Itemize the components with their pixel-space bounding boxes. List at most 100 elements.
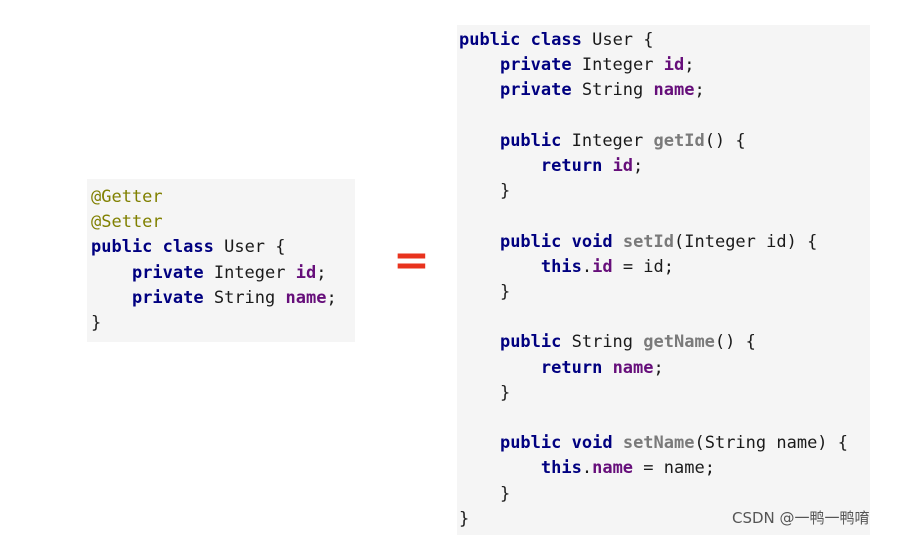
code-line: } xyxy=(459,383,510,403)
code-line: public void setId(Integer id) { xyxy=(459,232,817,252)
code-token: setId xyxy=(622,231,675,252)
code-token: () { xyxy=(714,332,756,353)
code-token: return xyxy=(540,357,603,378)
code-token: = id; xyxy=(612,256,674,277)
code-token: name xyxy=(285,287,327,308)
code-token xyxy=(561,232,571,252)
code-token: ; xyxy=(326,287,337,308)
expanded-code-panel: public class User { private Integer id; … xyxy=(457,25,870,535)
code-line: this.id = id; xyxy=(459,257,674,277)
code-line: private String name; xyxy=(459,80,705,100)
csdn-watermark: CSDN @一鸭一鸭唷 xyxy=(732,509,870,527)
code-line: public class User { xyxy=(91,237,286,257)
code-token: ; xyxy=(694,80,705,101)
code-line: public void setName(String name) { xyxy=(459,433,848,453)
code-token xyxy=(459,257,541,277)
code-token: } xyxy=(91,313,102,334)
code-token: } xyxy=(459,508,470,529)
code-token: setName xyxy=(622,433,695,454)
code-token: void xyxy=(571,433,613,454)
code-line: this.name = name; xyxy=(459,458,715,478)
code-line: return id; xyxy=(459,156,643,176)
code-token: () { xyxy=(704,130,746,151)
expanded-code-block: public class User { private Integer id; … xyxy=(459,28,848,532)
code-token: public xyxy=(499,332,562,353)
code-token: . xyxy=(581,458,593,479)
code-token: public xyxy=(499,433,562,454)
code-line: public Integer getId() { xyxy=(459,131,746,151)
code-token xyxy=(459,433,500,453)
equals-sign: = xyxy=(393,235,430,286)
code-line: } xyxy=(459,181,510,201)
code-token xyxy=(459,332,500,352)
code-token: public xyxy=(459,30,521,50)
code-token: String xyxy=(571,80,654,101)
code-token: name xyxy=(612,357,654,378)
code-line: return name; xyxy=(459,358,664,378)
code-token: (String name) { xyxy=(694,433,849,454)
code-line: private Integer id; xyxy=(459,55,695,76)
code-token: private xyxy=(131,287,204,308)
code-line: } xyxy=(459,484,510,504)
code-token xyxy=(602,358,612,378)
code-token: Integer xyxy=(571,55,664,76)
code-token: User { xyxy=(213,237,286,258)
code-token xyxy=(152,237,162,257)
code-token: ; xyxy=(633,156,644,177)
code-token: ; xyxy=(316,262,327,283)
code-token xyxy=(613,433,623,453)
code-line: @Setter xyxy=(91,212,163,232)
code-token xyxy=(613,232,623,252)
code-token: String xyxy=(203,287,286,308)
code-token: void xyxy=(571,231,613,252)
lombok-code-panel: @Getter @Setter public class User { priv… xyxy=(87,179,355,342)
code-token: @Getter xyxy=(91,187,163,207)
code-token: id xyxy=(663,55,685,76)
code-token: class xyxy=(162,237,214,258)
code-token: name xyxy=(653,80,695,101)
code-token: ; xyxy=(653,357,664,378)
code-token xyxy=(459,55,500,75)
code-token xyxy=(459,458,541,478)
code-token: this xyxy=(540,256,582,277)
code-token xyxy=(561,433,571,453)
code-token: (Integer id) { xyxy=(674,231,818,252)
code-token: id xyxy=(295,262,317,283)
code-token: } xyxy=(459,181,511,202)
code-token xyxy=(520,30,530,50)
code-token: = name; xyxy=(633,458,715,479)
code-line: public String getName() { xyxy=(459,332,756,352)
code-token: } xyxy=(459,382,511,403)
code-token: User { xyxy=(581,30,654,50)
code-token: Integer xyxy=(561,130,654,151)
code-token: @Setter xyxy=(91,212,163,233)
code-token xyxy=(91,288,132,308)
code-token xyxy=(602,156,612,176)
code-token: String xyxy=(561,332,644,353)
code-token: public xyxy=(499,130,562,151)
code-line: private Integer id; xyxy=(91,262,327,283)
code-token: ; xyxy=(684,55,695,76)
code-token xyxy=(459,232,500,252)
code-token xyxy=(459,156,541,176)
code-token: } xyxy=(459,282,511,303)
code-token: Integer xyxy=(203,262,296,283)
code-line: } xyxy=(459,282,510,302)
code-token: getName xyxy=(643,332,715,353)
code-token xyxy=(459,131,500,151)
code-token: private xyxy=(499,80,572,101)
code-token: public xyxy=(91,237,153,258)
code-token: private xyxy=(131,262,204,283)
code-token: getId xyxy=(653,130,705,151)
code-token: name xyxy=(592,458,634,479)
code-token: return xyxy=(540,156,603,177)
code-token: } xyxy=(459,483,511,504)
code-token xyxy=(459,358,541,378)
code-line: } xyxy=(91,313,101,333)
code-token: private xyxy=(499,55,572,76)
code-token: id xyxy=(612,156,634,177)
code-line: private String name; xyxy=(91,288,337,308)
code-token xyxy=(91,263,132,283)
code-token xyxy=(459,80,500,100)
code-token: class xyxy=(530,30,582,50)
